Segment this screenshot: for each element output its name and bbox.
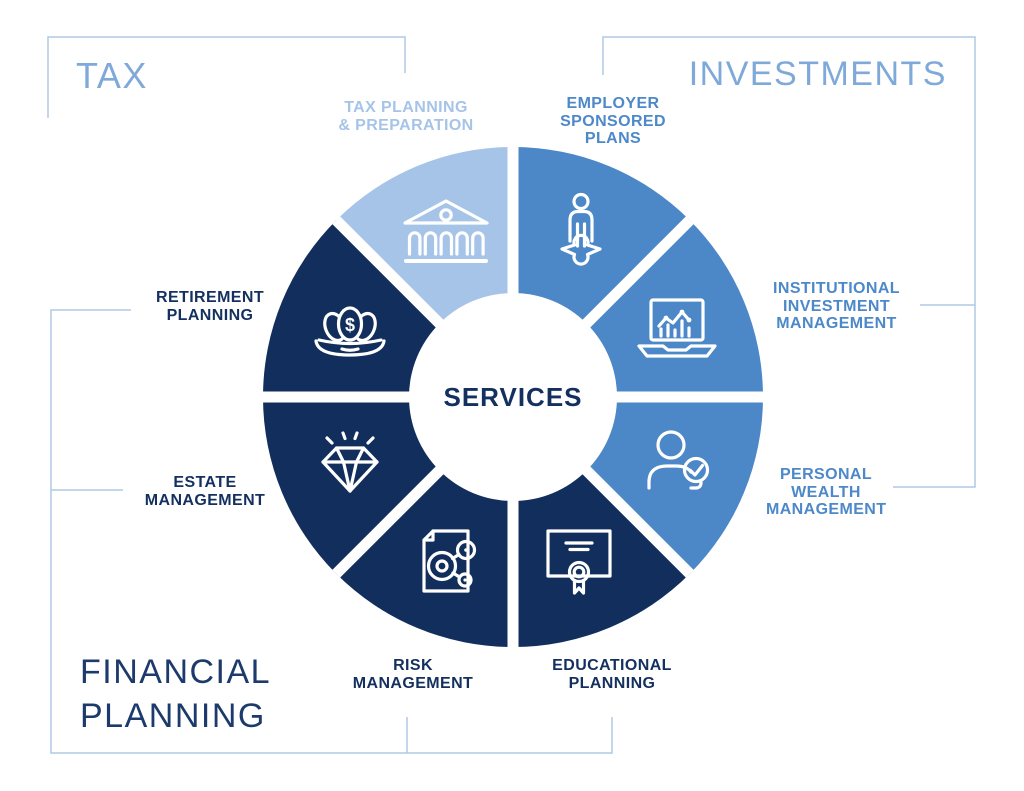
diamond-icon — [321, 431, 379, 493]
wheel-inner-circle — [409, 293, 617, 501]
laptop-chart-icon — [637, 298, 717, 358]
bracket-financial-planning — [50, 309, 613, 754]
document-network-icon — [422, 529, 477, 593]
category-label-investments: INVESTMENTS — [688, 55, 947, 93]
segment-label-employer-sponsored-plans: EMPLOYER SPONSORED PLANS — [560, 95, 666, 147]
nest-egg-icon: $ — [314, 306, 386, 357]
category-label-financial-planning: FINANCIAL PLANNING — [80, 650, 360, 738]
wheel-center-label: SERVICES — [443, 382, 583, 412]
bracket-investments — [602, 36, 976, 488]
person-check-icon — [647, 430, 710, 490]
segment-label-institutional-investment-management: INSTITUTIONAL INVESTMENT MANAGEMENT — [773, 280, 900, 332]
category-label-financial-planning-line2: PLANNING — [80, 697, 266, 735]
segment-label-tax-planning-preparation: TAX PLANNING & PREPARATION — [338, 99, 474, 134]
segment-label-risk-management: RISK MANAGEMENT — [352, 657, 474, 692]
person-on-puzzle-icon — [560, 192, 602, 266]
segment-label-educational-planning: EDUCATIONAL PLANNING — [552, 657, 672, 692]
bank-columns-icon — [403, 199, 489, 263]
segment-label-retirement-planning: RETIREMENT PLANNING — [156, 289, 264, 324]
category-label-tax: TAX — [76, 55, 148, 96]
segment-label-personal-wealth-management: PERSONAL WEALTH MANAGEMENT — [766, 466, 887, 518]
svg-text:$: $ — [345, 315, 355, 335]
bracket-tax — [47, 36, 406, 118]
certificate-icon — [546, 529, 612, 595]
category-label-financial-planning-line1: FINANCIAL — [80, 653, 272, 691]
segment-label-estate-management: ESTATE MANAGEMENT — [144, 474, 266, 509]
